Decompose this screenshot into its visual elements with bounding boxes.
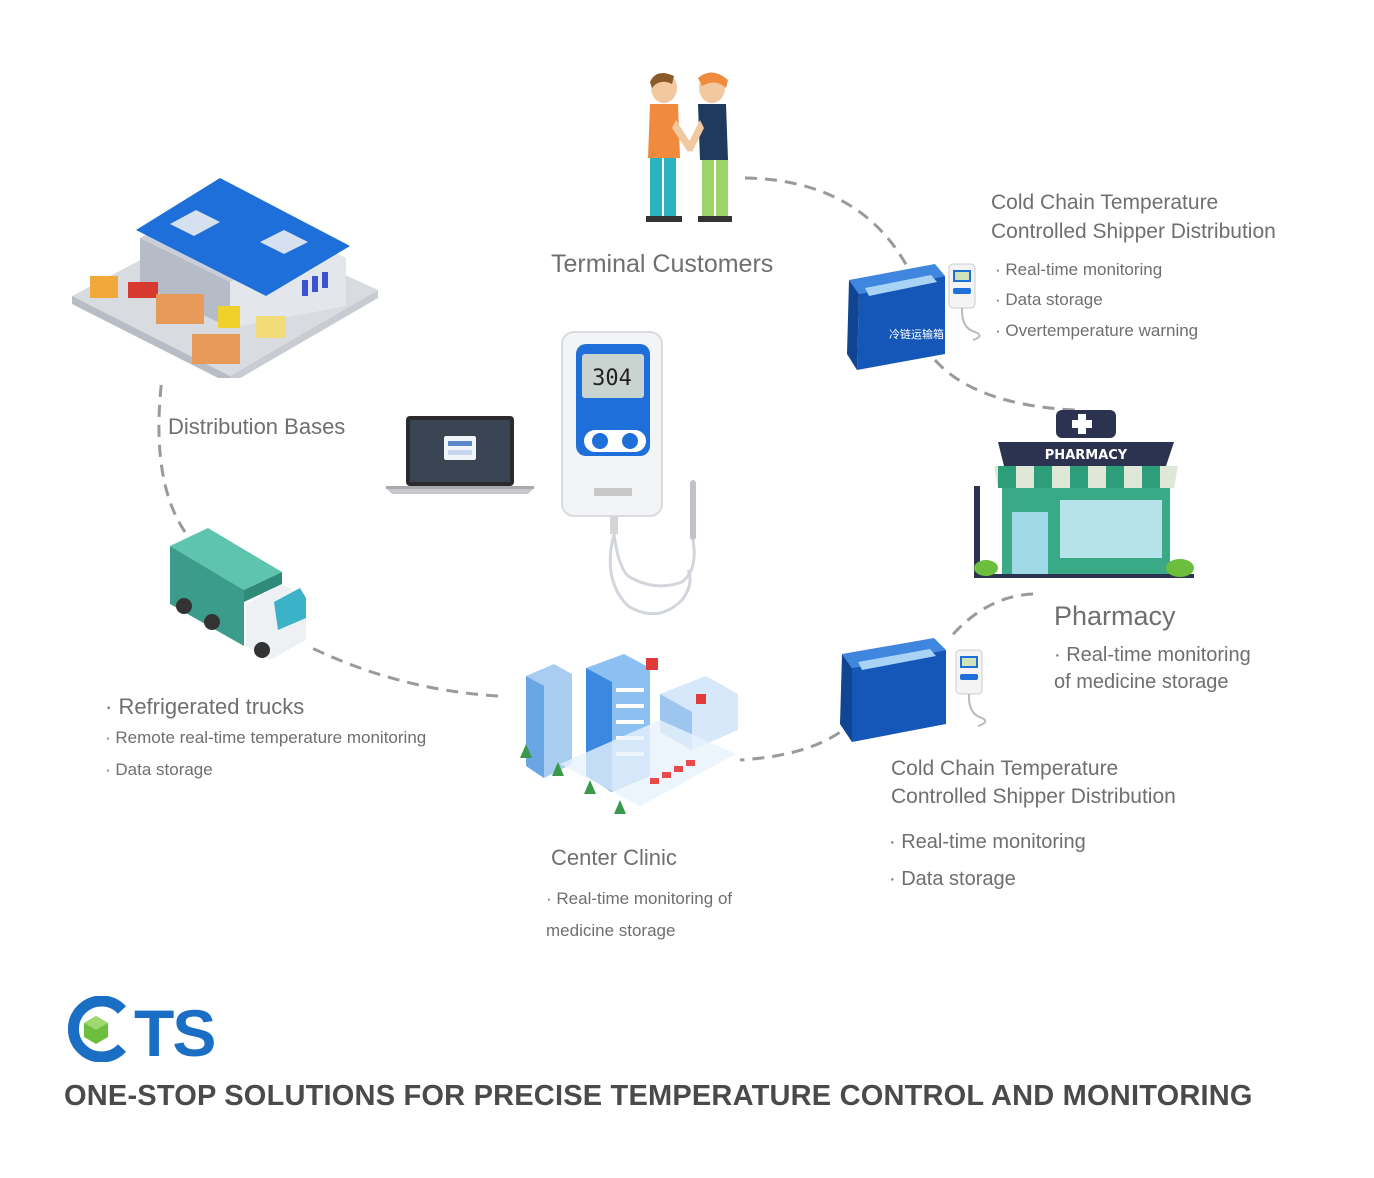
terminal-customers-title: Terminal Customers [551, 250, 774, 278]
shipper-top-title-line2: Controlled Shipper Distribution [991, 220, 1276, 243]
pharmacy-sign: PHARMACY [1045, 448, 1128, 463]
connector-pharmacy-shipper [946, 592, 1034, 641]
device-display-value: 304 [592, 366, 632, 391]
svg-text:冷链运输箱: 冷链运输箱 [889, 327, 944, 341]
connector-truck-bases [157, 377, 187, 533]
logo-text: TS [134, 996, 214, 1062]
center-clinic-item-line2: medicine storage [546, 921, 676, 940]
center-clinic-title: Center Clinic [551, 845, 677, 870]
shipper-top-item: · Overtemperature warning [995, 321, 1199, 340]
shipper-top-title-line1: Cold Chain Temperature [991, 191, 1219, 214]
connector-clinic-truck [311, 646, 499, 698]
shipper-top-item: · Real-time monitoring [995, 260, 1163, 279]
distribution-bases-title: Distribution Bases [168, 414, 346, 439]
pharmacy-title: Pharmacy [1054, 601, 1176, 631]
trucks-item: · Remote real-time temperature monitorin… [105, 728, 427, 747]
laptop-icon [386, 416, 534, 494]
shipper-bottom-item: · Real-time monitoring [889, 831, 1086, 853]
pharmacy-building-icon: PHARMACY [974, 410, 1194, 578]
temperature-logger-icon: 304 [561, 331, 696, 616]
cold-chain-shipper-icon [840, 638, 987, 742]
shipper-bottom-title-line1: Cold Chain Temperature [891, 757, 1119, 780]
connector-shipper-pharmacy [933, 359, 1076, 412]
shipper-top-item: · Data storage [995, 290, 1103, 309]
connector-customers-shipper [744, 176, 910, 269]
trucks-item: · Data storage [105, 760, 213, 779]
warehouse-icon [72, 178, 378, 378]
shipper-bottom-item: · Data storage [889, 868, 1016, 890]
tagline: ONE-STOP SOLUTIONS FOR PRECISE TEMPERATU… [64, 1080, 1253, 1112]
handshake-icon [646, 72, 732, 222]
cold-chain-shipper-icon: 冷链运输箱 [847, 263, 981, 370]
shipper-bottom-title-line2: Controlled Shipper Distribution [891, 785, 1176, 808]
hospital-icon [520, 654, 738, 814]
trucks-title: · Refrigerated trucks [105, 694, 305, 719]
pharmacy-item-line2: of medicine storage [1054, 671, 1229, 693]
center-clinic-item-line1: · Real-time monitoring of [546, 889, 733, 908]
pharmacy-item-line1: · Real-time monitoring [1054, 644, 1251, 666]
refrigerated-truck-icon [170, 528, 306, 660]
cts-logo: TS [68, 996, 216, 1062]
